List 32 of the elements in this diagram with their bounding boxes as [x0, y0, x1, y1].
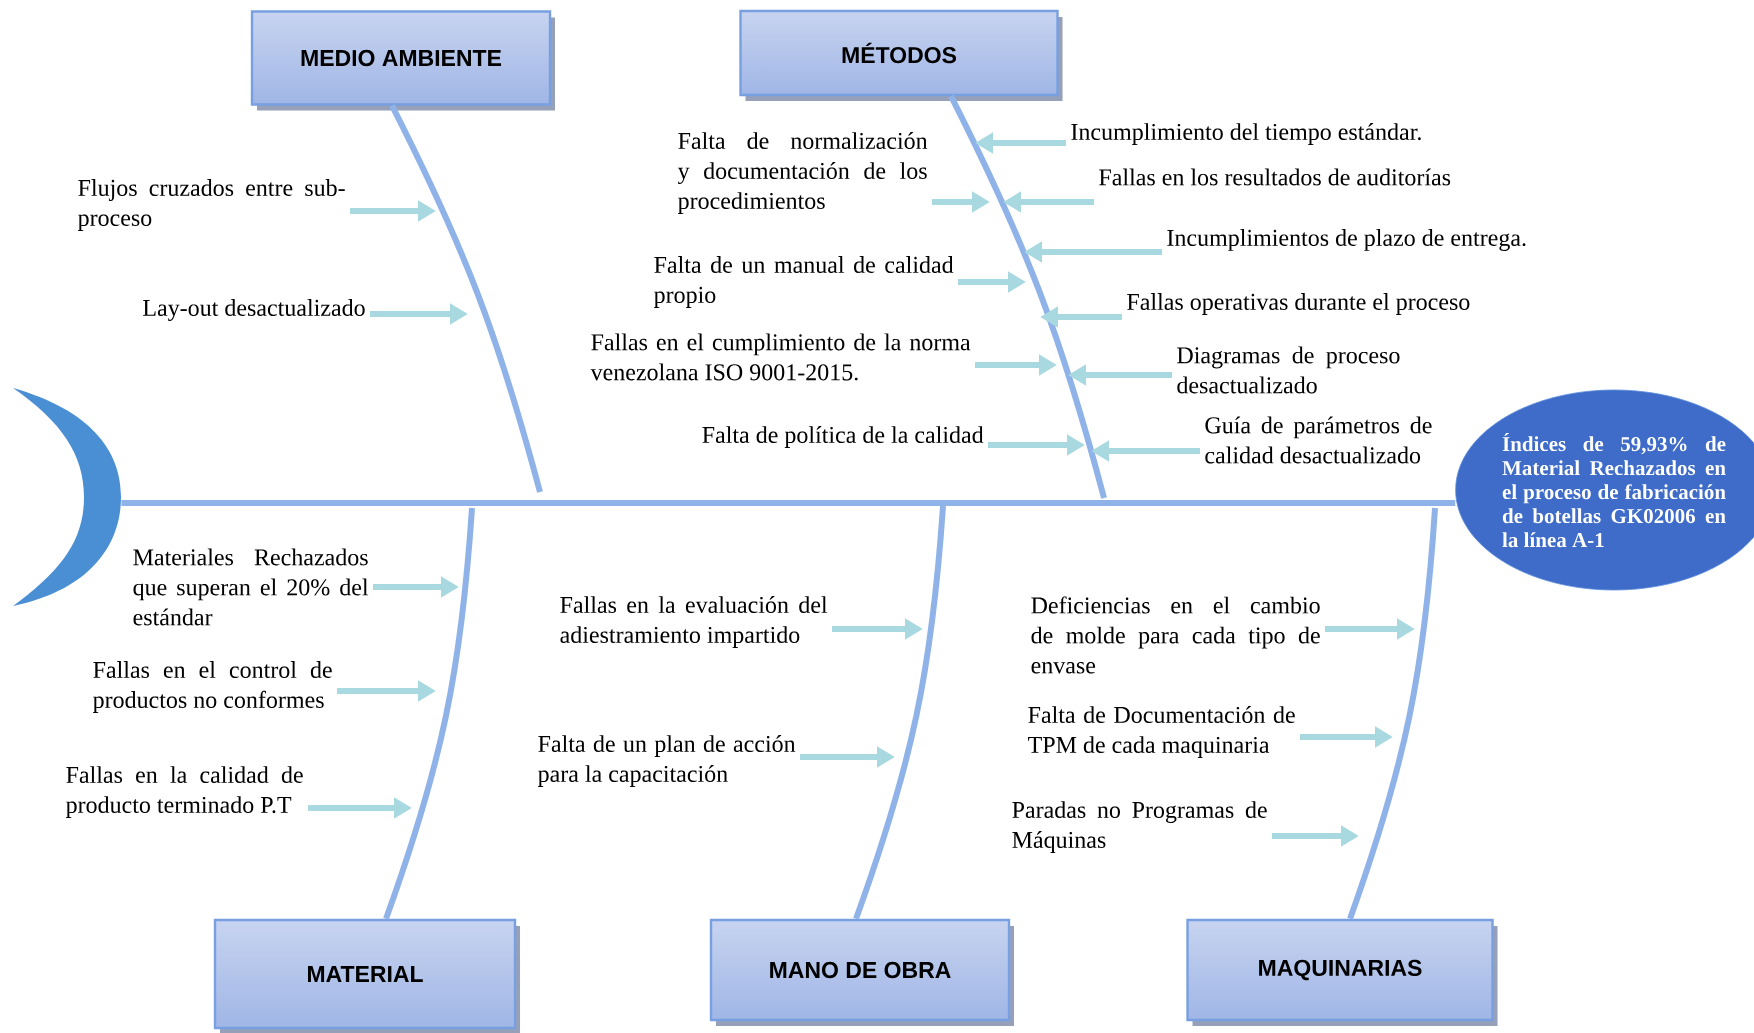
cause-text: Falta de normalización y documentación de los procedimientos [677, 132, 928, 214]
cause-text: Fallas en el cumplimiento de la norma venezolana ISO 9001-2015. [590, 333, 971, 381]
fish-tail [13, 388, 121, 606]
cause-text: Falta de un manual de calidad propio [654, 256, 954, 308]
cause-text: Incumplimientos de plazo de entrega. [1167, 229, 1526, 251]
category-box: MEDIO AMBIENTE [250, 10, 555, 111]
cause-text: Incumplimiento del tiempo estándar. [1071, 123, 1421, 145]
fish-bone [389, 104, 543, 493]
cause-text: Falta de política de la calidad [702, 426, 984, 448]
cause-text: Fallas en los resultados de auditorías [1099, 168, 1451, 186]
cause-text: Fallas en la evaluación del adiestramiento impartido [560, 596, 828, 648]
cause-text: Diagramas de proceso desactualizado [1177, 346, 1400, 394]
fish-bone [853, 505, 946, 920]
cause-text: Fallas operativas durante el proceso [1127, 293, 1470, 315]
cause-text: Flujos cruzados entre sub-proceso [78, 179, 345, 231]
cause-text: Materiales Rechazados que superan el 20% del estándar [133, 548, 369, 626]
cause-text: Paradas no Programas de Máquinas [1012, 801, 1267, 853]
category-box: MATERIAL [213, 918, 520, 1033]
cause-text: Lay-out desactualizado [143, 299, 365, 321]
category-box: MÉTODOS [739, 9, 1063, 101]
fish-bone [383, 507, 475, 920]
cause-text: Deficiencias en el cambio de molde para cada tipo de envase [1031, 596, 1320, 674]
cause-text: Falta de un plan de acción para la capacitación [538, 735, 796, 787]
category-box: MANO DE OBRA [709, 918, 1014, 1026]
category-box: MAQUINARIAS [1186, 918, 1498, 1026]
cause-text: Fallas en la calidad de producto terminado P.T [66, 766, 303, 818]
cause-text: Fallas en el control de productos no conformes [93, 661, 332, 713]
fish-spine [121, 500, 1456, 506]
fish-bone [1347, 507, 1438, 920]
fish-bone [948, 94, 1107, 499]
cause-text: Falta de Documentación de TPM de cada maquinaria [1028, 706, 1295, 758]
cause-text: Guía de parámetros de calidad desactualizado [1205, 416, 1432, 464]
